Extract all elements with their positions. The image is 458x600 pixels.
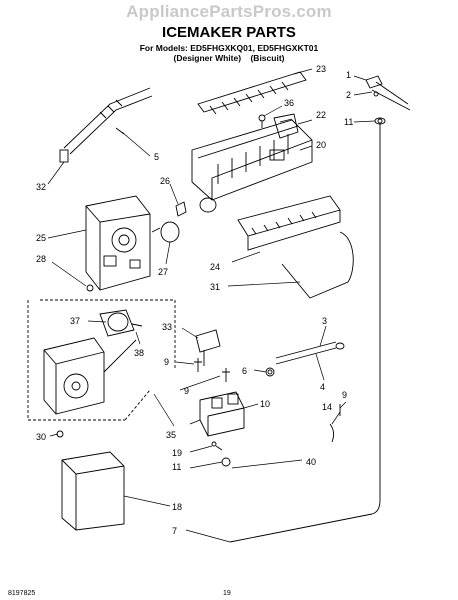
callout-9-a: 9 [164,357,169,367]
screw-part-9b [222,368,230,382]
callout-9-c: 9 [342,390,347,400]
callout-30: 30 [36,432,46,442]
screw-part-9a [194,358,202,372]
ice-mold-part [191,119,313,213]
callout-22: 22 [316,110,326,120]
wire-harness-part [59,87,153,163]
watermark-text: AppliancePartsPros.com [126,2,332,21]
water-valve-part [189,391,245,437]
fill-cup-part [365,75,411,111]
hose-part [275,341,345,365]
callout-36: 36 [284,98,294,108]
stripper-bar-part [197,71,307,115]
nut-part-6 [265,367,275,377]
callout-10: 10 [260,399,270,409]
callout-38: 38 [134,348,144,358]
callout-24: 24 [210,262,220,272]
clamp-part-14 [329,404,341,443]
dashed-box-top [40,299,176,370]
callout-11-top: 11 [344,117,353,127]
models-caption: For Models: ED5FHGXKQ01, ED5FHGXKT01 (De… [0,43,458,63]
callout-31: 31 [210,282,220,292]
callout-32: 32 [36,182,46,192]
models-line: For Models: ED5FHGXKQ01, ED5FHGXKT01 [139,43,319,53]
screw-part-36 [258,114,266,128]
variants-line: (Designer White) (Biscuit) [173,53,285,63]
screw-part-28 [86,284,94,292]
callout-14: 14 [322,402,332,412]
callout-27: 27 [158,267,168,277]
motor-part-27 [151,221,180,243]
callout-2: 2 [346,90,351,100]
nut-part-11-upper [377,118,383,124]
dashed-box-left [27,300,125,421]
leader-lines [47,68,376,543]
insulation-block-part [61,451,125,531]
page-number: 19 [223,590,231,597]
callout-3: 3 [322,316,327,326]
callout-40: 40 [306,457,316,467]
callout-35: 35 [166,430,176,440]
nut-part-11-lower [221,457,231,467]
callout-18: 18 [172,502,182,512]
callout-6: 6 [242,366,247,376]
callout-23: 23 [316,64,326,74]
mold-cover-part [237,195,341,251]
callout-4: 4 [320,382,325,392]
bracket-part-22 [273,113,299,139]
dashed-box-bottom [124,389,151,421]
callout-37: 37 [70,316,80,326]
callout-26: 26 [160,176,170,186]
screw-part-19 [211,441,223,451]
callout-5: 5 [154,152,159,162]
bracket-part-33 [195,329,221,366]
shutoff-arm-part [281,231,354,299]
callout-28: 28 [36,254,46,264]
callout-25: 25 [36,233,46,243]
control-module-part [85,195,151,291]
callout-33: 33 [162,322,172,332]
part-number: 8197825 [8,590,36,597]
callout-9-b: 9 [184,386,189,396]
lower-module-part [43,337,137,415]
callout-7: 7 [172,526,177,536]
callout-11-bottom: 11 [172,462,181,472]
fill-tube-part [229,117,386,543]
page-title: ICEMAKER PARTS [162,24,296,41]
callout-1: 1 [346,70,351,80]
callout-labels: 23 1 2 36 22 11 5 20 26 32 25 28 24 27 3… [36,64,353,536]
callout-20: 20 [316,140,326,150]
motor-part-37 [99,309,143,337]
shaft-part-26 [175,201,187,217]
callout-19: 19 [172,448,182,458]
